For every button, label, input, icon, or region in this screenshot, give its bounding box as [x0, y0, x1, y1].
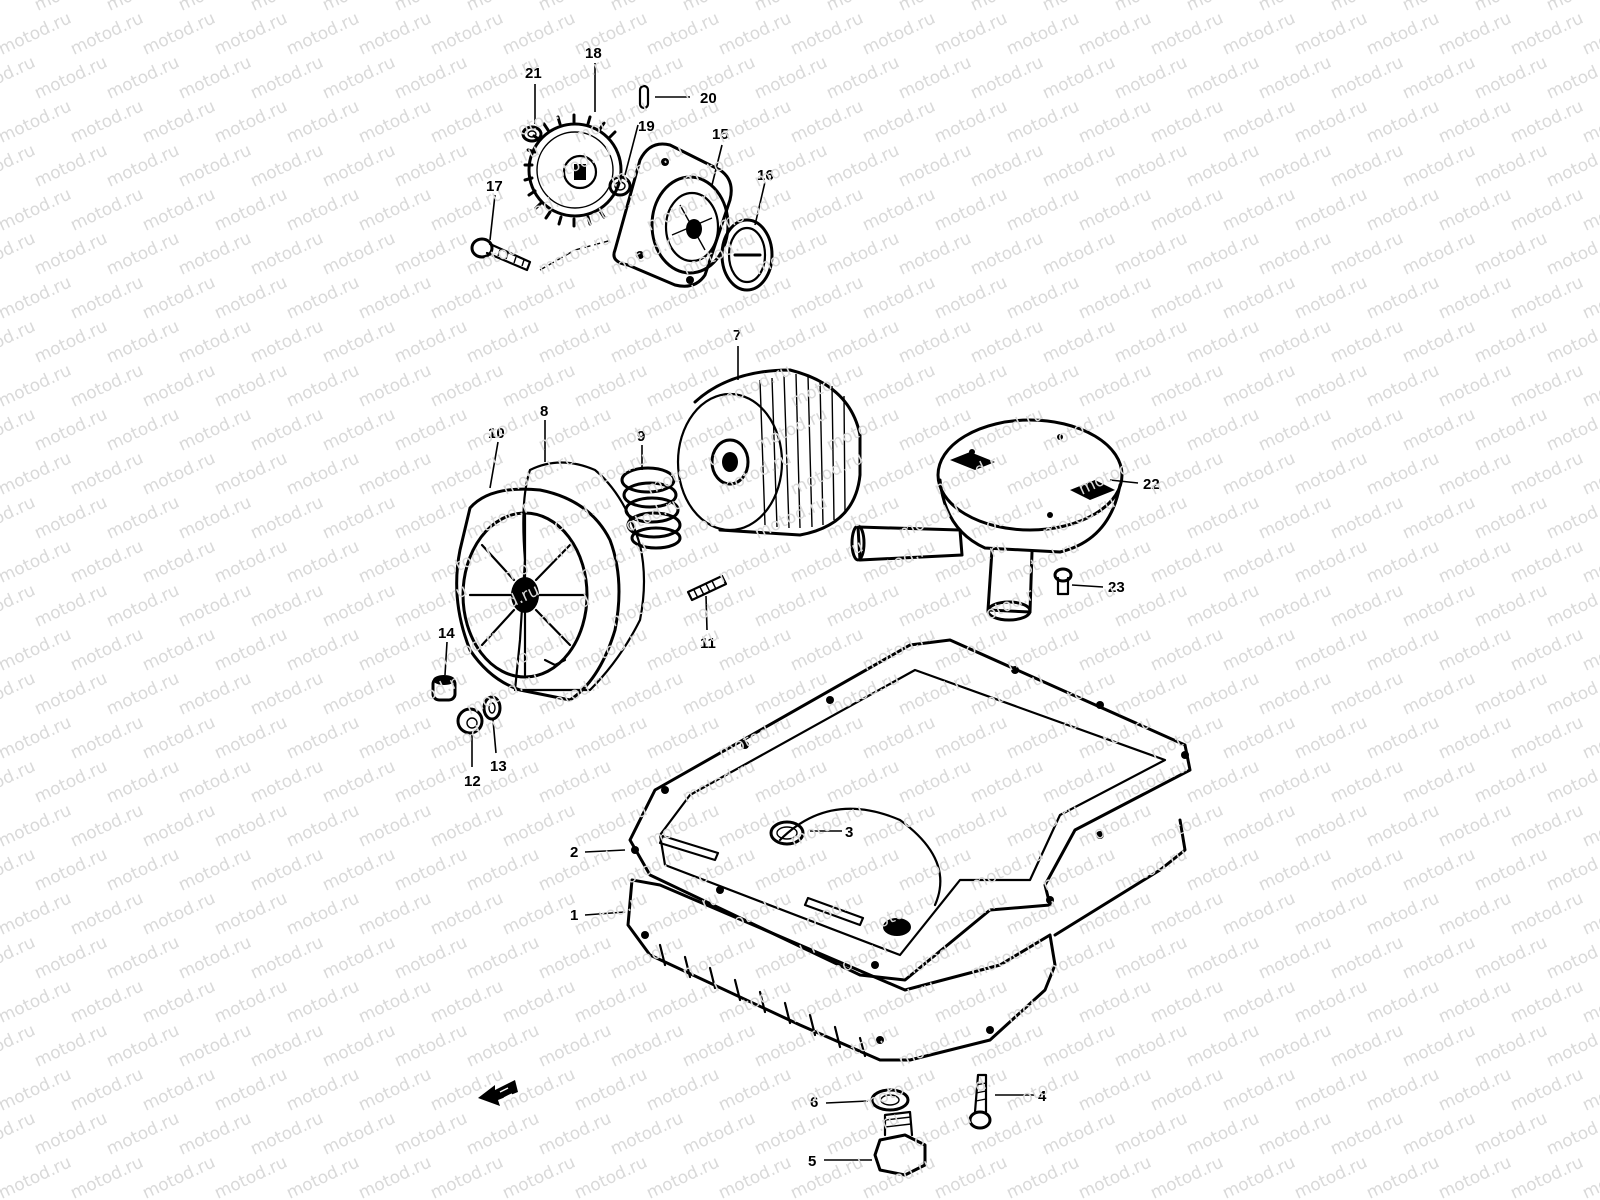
oil-pan-gasket-2 — [628, 638, 1192, 982]
bolt-23 — [1053, 567, 1073, 596]
callout-19: 19 — [638, 118, 655, 135]
front-direction-arrow-icon — [478, 1080, 518, 1106]
oil-strainer-22 — [850, 418, 1124, 622]
callout-18: 18 — [585, 45, 602, 62]
gasket-6 — [870, 1088, 910, 1112]
callout-9: 9 — [637, 428, 645, 445]
stud-11 — [686, 574, 728, 602]
callout-20: 20 — [700, 90, 717, 107]
spring-9 — [620, 466, 682, 550]
oil-pan-1 — [626, 818, 1187, 1062]
callout-2: 2 — [570, 844, 578, 861]
callout-8: 8 — [540, 403, 548, 420]
leader-lines — [444, 63, 1139, 1161]
callout-13: 13 — [490, 758, 507, 775]
callout-12: 12 — [464, 773, 481, 790]
callout-10: 10 — [488, 425, 505, 442]
callout-labels: 18 21 20 19 15 16 17 7 8 10 9 11 22 23 1… — [438, 45, 1160, 1170]
callout-4: 4 — [1038, 1088, 1047, 1105]
callout-23: 23 — [1108, 579, 1125, 596]
callout-11: 11 — [700, 635, 716, 652]
washer-13 — [482, 695, 502, 721]
callout-5: 5 — [808, 1153, 816, 1170]
callout-7: 7 — [733, 327, 741, 344]
oil-pump-body-15 — [612, 142, 733, 288]
washer-19 — [608, 175, 632, 197]
oil-filter-7 — [676, 368, 862, 537]
callout-16: 16 — [757, 167, 774, 184]
callout-21: 21 — [525, 65, 542, 82]
plug-14 — [431, 675, 457, 702]
filter-cover-10 — [455, 487, 621, 702]
callout-17: 17 — [486, 178, 503, 195]
oil-pump-gear-18 — [523, 113, 623, 228]
bolt-4 — [968, 1073, 992, 1130]
callout-14: 14 — [438, 625, 455, 642]
callout-22: 22 — [1143, 476, 1160, 493]
bolt-17 — [470, 237, 613, 272]
callout-1: 1 — [570, 907, 578, 924]
callout-15: 15 — [712, 126, 729, 143]
drain-plug-5 — [873, 1110, 927, 1177]
callout-3: 3 — [845, 824, 853, 841]
pin-20 — [638, 84, 650, 110]
circlip-21 — [521, 125, 543, 143]
callout-6: 6 — [810, 1094, 818, 1111]
o-ring-3 — [769, 820, 805, 846]
plug-12 — [456, 707, 484, 735]
o-ring-16 — [720, 218, 774, 292]
